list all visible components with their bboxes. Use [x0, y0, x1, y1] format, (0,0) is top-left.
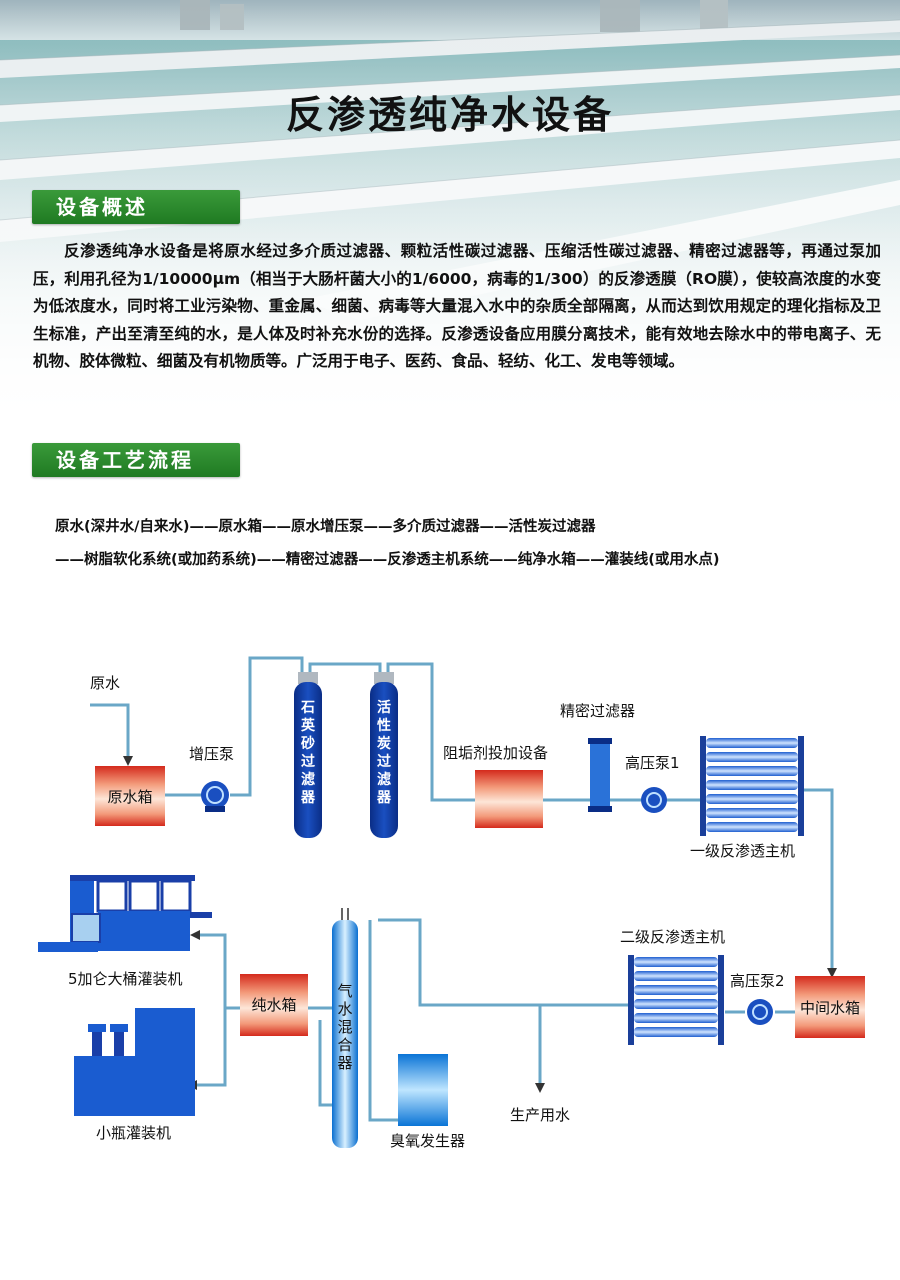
section-badge-process: 设备工艺流程	[32, 443, 240, 477]
quartz-char-1: 石	[300, 700, 315, 716]
mixer-char-3: 混	[337, 1018, 352, 1036]
raw-water-tank: 原水箱	[95, 766, 165, 826]
filler-small-bottle-machine	[74, 1008, 195, 1116]
carbon-char-4: 过	[377, 753, 391, 770]
carbon-char-3: 炭	[377, 735, 391, 752]
quartz-char-6: 器	[300, 790, 316, 806]
middle-water-tank: 中间水箱	[795, 976, 865, 1038]
quartz-sand-filter: 石 英 砂 过 滤 器	[294, 672, 322, 838]
precision-filter-label: 精密过滤器	[560, 702, 635, 720]
quartz-char-3: 砂	[300, 735, 315, 752]
mixer-char-4: 合	[337, 1036, 352, 1054]
antiscalant-label: 阻垢剂投加设备	[443, 744, 548, 762]
ro-stage-1-label: 一级反渗透主机	[690, 842, 795, 860]
high-pump-2-icon	[747, 999, 773, 1025]
booster-pump-icon	[201, 781, 229, 812]
ro-stage-1-membranes	[700, 736, 804, 836]
process-flow-line-2: ——树脂软化系统(或加药系统)——精密过滤器——反渗透主机系统——纯净水箱——灌…	[55, 552, 720, 568]
filler-small-bottle-label: 小瓶灌装机	[96, 1124, 171, 1142]
gas-water-mixer: 气 水 混 合 器	[332, 908, 358, 1148]
pure-tank-label: 纯水箱	[251, 996, 296, 1014]
carbon-char-2: 性	[377, 717, 391, 734]
overview-paragraph: 反渗透纯净水设备是将原水经过多介质过滤器、颗粒活性碳过滤器、压缩活性碳过滤器、精…	[33, 242, 881, 370]
high-pump-1-icon	[641, 787, 667, 813]
process-flow-line-1: 原水(深井水/自来水)——原水箱——原水增压泵——多介质过滤器——活性炭过滤器	[55, 519, 596, 535]
section-badge-overview: 设备概述	[32, 190, 240, 224]
mixer-char-2: 水	[337, 1000, 352, 1018]
filler-5-gallon-machine	[38, 875, 212, 952]
mixer-char-5: 器	[337, 1054, 352, 1072]
high-pump-2-label: 高压泵2	[730, 972, 785, 990]
carbon-char-5: 滤	[377, 771, 391, 788]
quartz-char-2: 英	[300, 717, 316, 734]
mixer-char-1: 气	[337, 982, 352, 1000]
ro-stage-2-membranes	[628, 955, 724, 1045]
carbon-char-6: 器	[376, 790, 392, 806]
page-title: 反渗透纯净水设备	[285, 93, 614, 137]
raw-tank-label: 原水箱	[107, 788, 152, 806]
middle-tank-label: 中间水箱	[800, 999, 860, 1017]
precision-filter-icon	[588, 738, 612, 812]
booster-pump-label: 增压泵	[189, 745, 234, 763]
raw-water-label: 原水	[90, 674, 120, 692]
high-pump-1-label: 高压泵1	[625, 754, 680, 772]
antiscalant-tank	[475, 770, 543, 828]
filler-5-gallon-label: 5加仑大桶灌装机	[68, 970, 183, 988]
ozone-generator-label: 臭氧发生器	[390, 1132, 465, 1150]
ozone-generator-icon	[398, 1054, 448, 1126]
process-diagram: 原水 原水箱 增压泵 石 英 砂 过 滤 器 活 性	[38, 656, 865, 1150]
ro-stage-2-label: 二级反渗透主机	[620, 928, 725, 946]
production-water-label: 生产用水	[510, 1106, 570, 1124]
quartz-char-5: 滤	[301, 771, 315, 788]
quartz-char-4: 过	[301, 753, 315, 770]
pipes	[90, 656, 834, 1122]
carbon-filter: 活 性 炭 过 滤 器	[370, 672, 398, 838]
carbon-char-1: 活	[377, 699, 391, 716]
pure-water-tank: 纯水箱	[240, 974, 308, 1036]
